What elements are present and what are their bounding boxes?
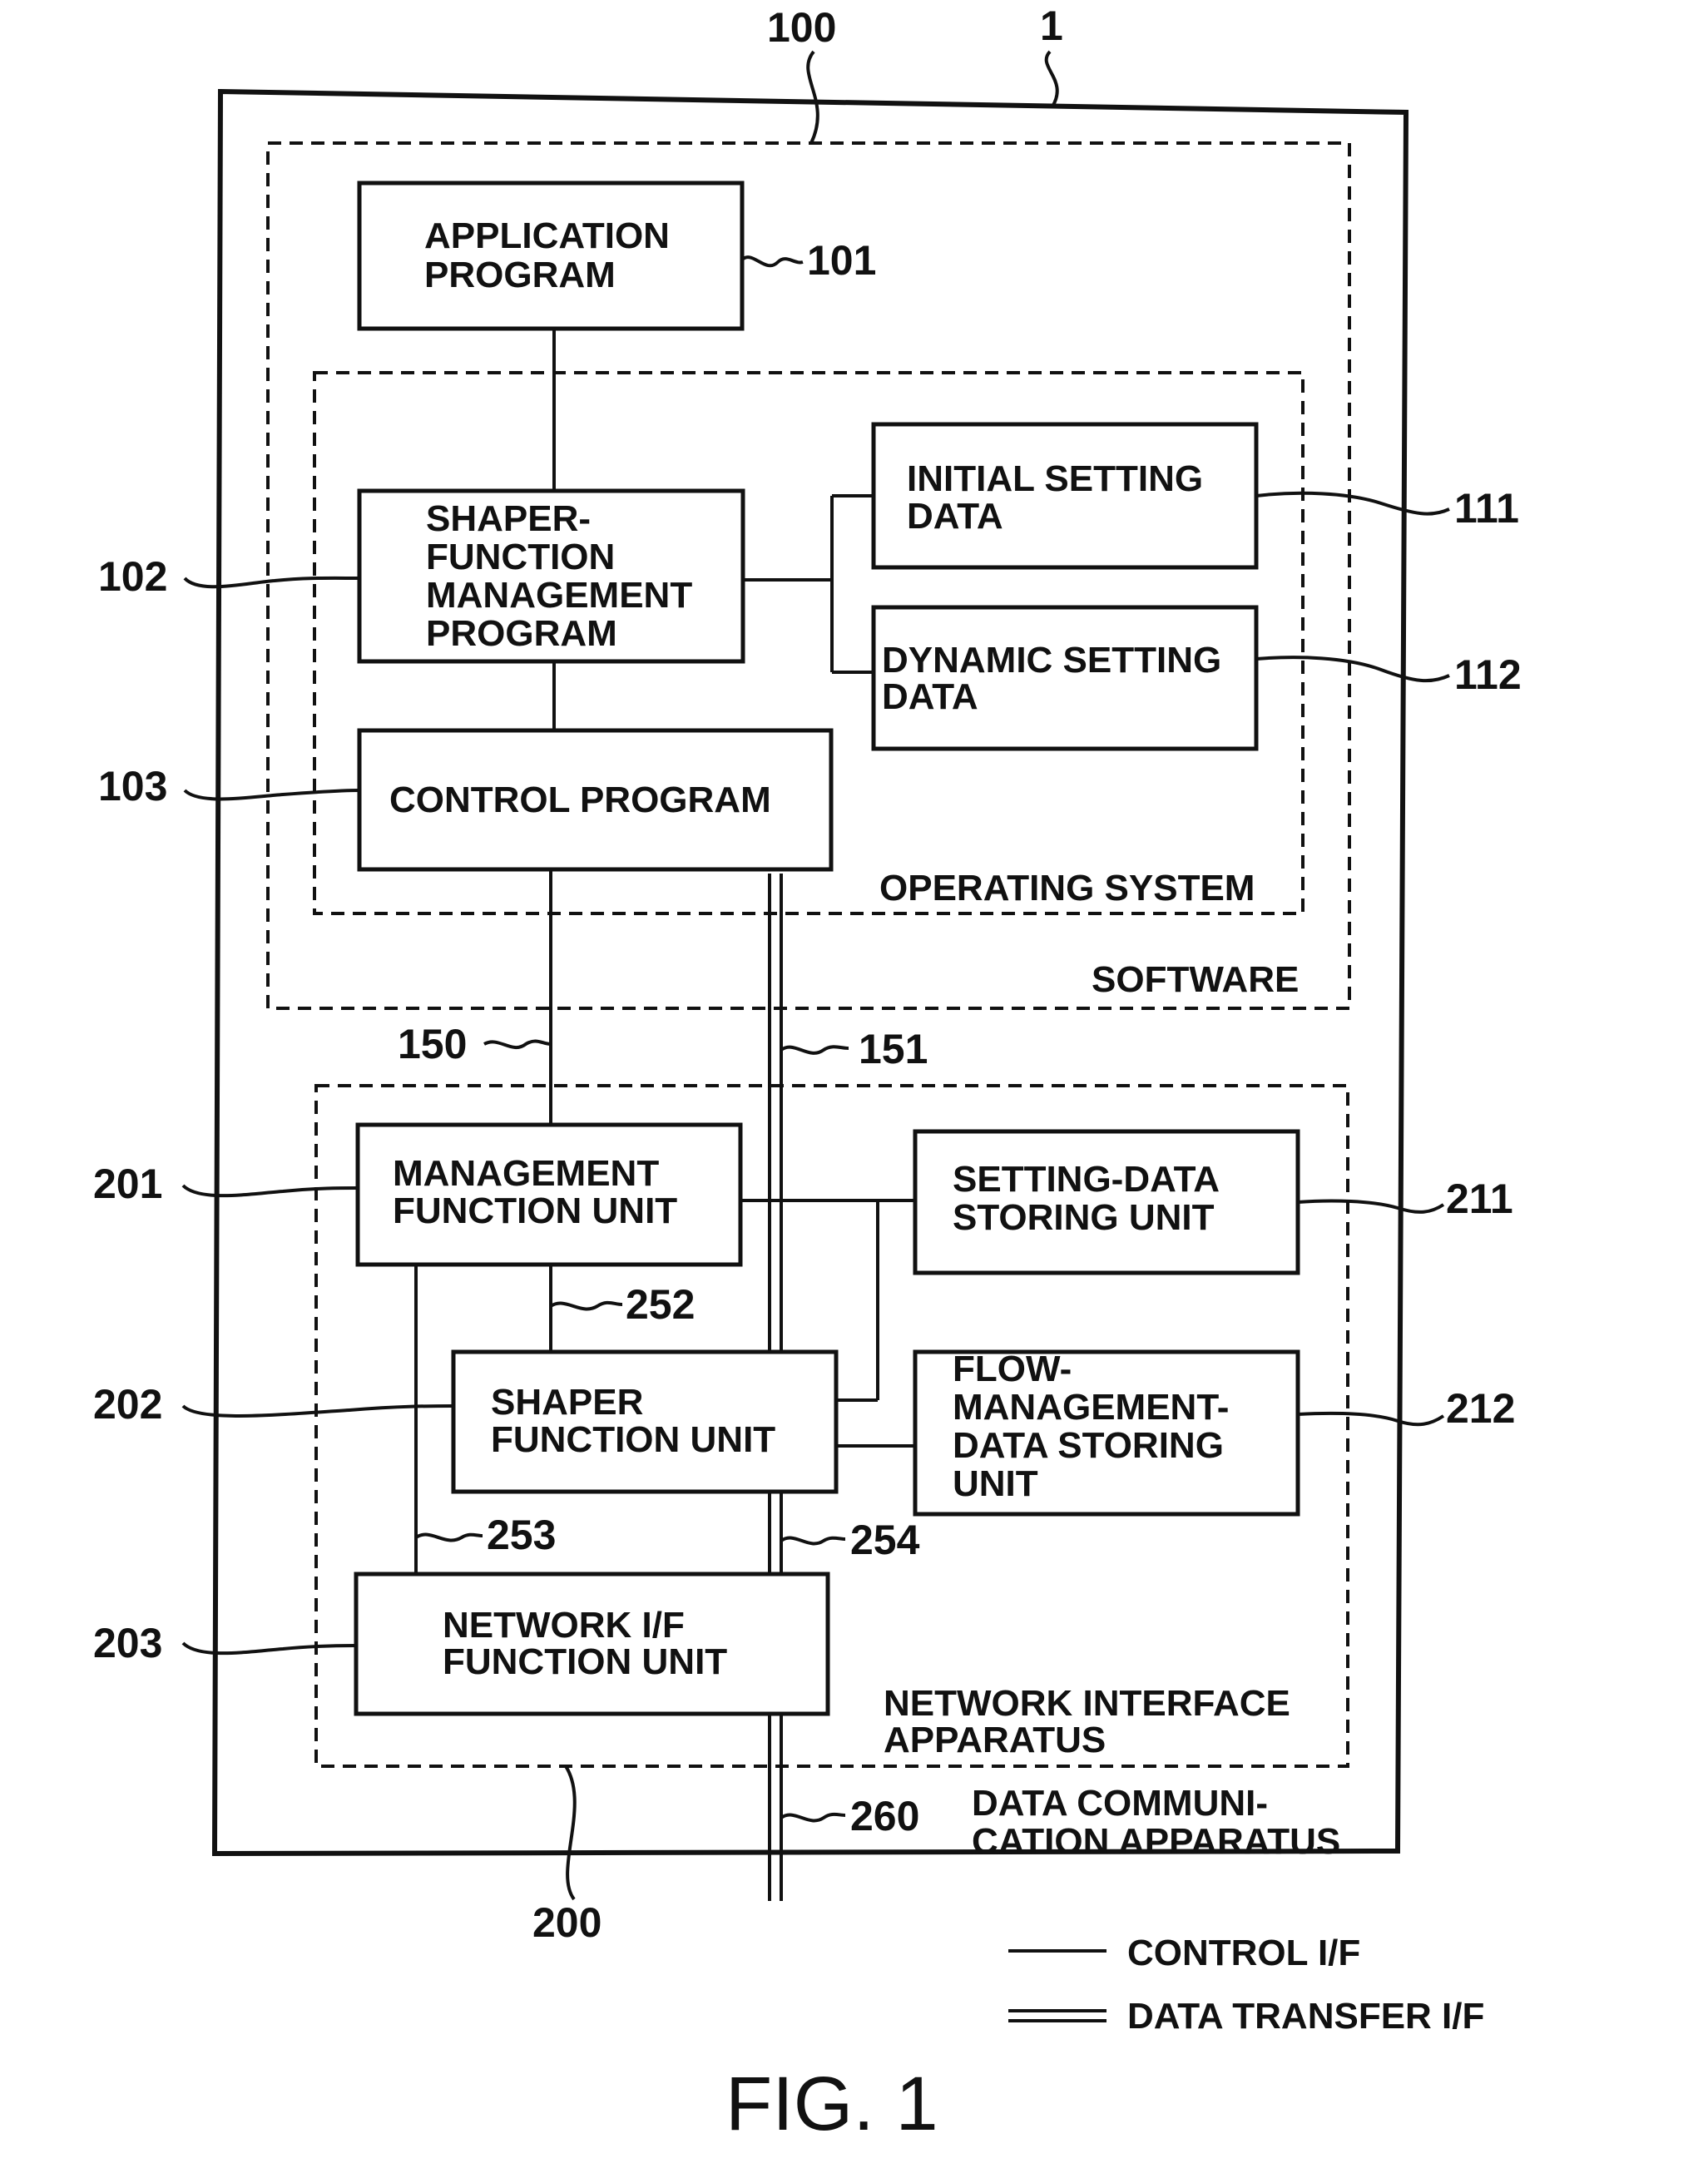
box-initial-setting-data: INITIAL SETTING DATA	[874, 424, 1256, 567]
svg-text:STORING UNIT: STORING UNIT	[953, 1197, 1215, 1238]
ref-103: 103	[98, 763, 167, 809]
os-label: OPERATING SYSTEM	[879, 868, 1255, 908]
svg-text:DATA STORING: DATA STORING	[953, 1425, 1224, 1466]
box-application-program: APPLICATION PROGRAM	[359, 183, 742, 329]
ref-260: 260	[850, 1793, 919, 1839]
svg-text:CATION APPARATUS: CATION APPARATUS	[972, 1821, 1340, 1862]
nia-label: NETWORK INTERFACE APPARATUS	[884, 1683, 1290, 1760]
box-flow-management-data-storing-unit: FLOW- MANAGEMENT- DATA STORING UNIT	[915, 1349, 1298, 1514]
svg-text:INITIAL SETTING: INITIAL SETTING	[907, 458, 1203, 499]
svg-text:APPLICATION: APPLICATION	[424, 215, 670, 256]
svg-text:DATA COMMUNI-: DATA COMMUNI-	[972, 1783, 1268, 1824]
svg-text:FLOW-: FLOW-	[953, 1349, 1072, 1389]
svg-text:FUNCTION UNIT: FUNCTION UNIT	[393, 1190, 677, 1231]
svg-text:SHAPER-: SHAPER-	[426, 498, 591, 539]
ref-202: 202	[93, 1381, 162, 1428]
box-control-program: CONTROL PROGRAM	[359, 730, 831, 869]
legend-data-label: DATA TRANSFER I/F	[1127, 1996, 1484, 2037]
ref-100: 100	[767, 4, 836, 51]
ref-112: 112	[1454, 651, 1522, 698]
svg-text:SHAPER: SHAPER	[491, 1382, 643, 1423]
figure-title: FIG. 1	[725, 2062, 938, 2146]
box-setting-data-storing-unit: SETTING-DATA STORING UNIT	[915, 1131, 1298, 1273]
svg-text:APPARATUS: APPARATUS	[884, 1720, 1106, 1760]
ref-212: 212	[1446, 1385, 1515, 1432]
box-dynamic-setting-data: DYNAMIC SETTING DATA	[874, 607, 1256, 749]
svg-text:MANAGEMENT: MANAGEMENT	[426, 575, 692, 616]
ref-1: 1	[1040, 2, 1063, 49]
ref-150: 150	[398, 1021, 467, 1067]
ref-253: 253	[487, 1512, 556, 1558]
svg-text:PROGRAM: PROGRAM	[424, 255, 616, 295]
svg-text:MANAGEMENT-: MANAGEMENT-	[953, 1387, 1229, 1428]
ref-203: 203	[93, 1620, 162, 1666]
svg-text:NETWORK INTERFACE: NETWORK INTERFACE	[884, 1683, 1290, 1724]
svg-text:DATA: DATA	[907, 496, 1003, 537]
outer-label: DATA COMMUNI- CATION APPARATUS	[972, 1783, 1340, 1862]
svg-text:DATA: DATA	[882, 676, 978, 717]
box-shaper-function-unit: SHAPER FUNCTION UNIT	[453, 1352, 836, 1492]
ref-252: 252	[626, 1281, 695, 1328]
svg-text:NETWORK I/F: NETWORK I/F	[443, 1605, 685, 1646]
ref-201: 201	[93, 1161, 162, 1207]
svg-text:FUNCTION UNIT: FUNCTION UNIT	[443, 1641, 727, 1682]
ref-101: 101	[807, 237, 876, 284]
box-network-if-function-unit: NETWORK I/F FUNCTION UNIT	[356, 1574, 828, 1714]
svg-text:SETTING-DATA: SETTING-DATA	[953, 1159, 1220, 1200]
svg-text:MANAGEMENT: MANAGEMENT	[393, 1153, 659, 1194]
software-label: SOFTWARE	[1092, 959, 1299, 1000]
legend: CONTROL I/F DATA TRANSFER I/F	[1008, 1933, 1484, 2037]
ref-111: 111	[1454, 485, 1519, 532]
box-shaper-function-management-program: SHAPER- FUNCTION MANAGEMENT PROGRAM	[359, 491, 743, 661]
svg-text:FUNCTION: FUNCTION	[426, 537, 615, 577]
svg-text:FUNCTION UNIT: FUNCTION UNIT	[491, 1419, 775, 1460]
svg-text:PROGRAM: PROGRAM	[426, 613, 617, 654]
ref-211: 211	[1446, 1176, 1513, 1222]
ref-151: 151	[859, 1026, 928, 1072]
box-management-function-unit: MANAGEMENT FUNCTION UNIT	[358, 1125, 740, 1265]
svg-text:UNIT: UNIT	[953, 1463, 1038, 1504]
ref-254: 254	[850, 1517, 920, 1563]
ref-200: 200	[532, 1899, 602, 1946]
legend-control-label: CONTROL I/F	[1127, 1933, 1360, 1973]
svg-text:CONTROL PROGRAM: CONTROL PROGRAM	[389, 780, 771, 820]
ref-102: 102	[98, 553, 167, 600]
svg-text:DYNAMIC SETTING: DYNAMIC SETTING	[882, 640, 1221, 681]
